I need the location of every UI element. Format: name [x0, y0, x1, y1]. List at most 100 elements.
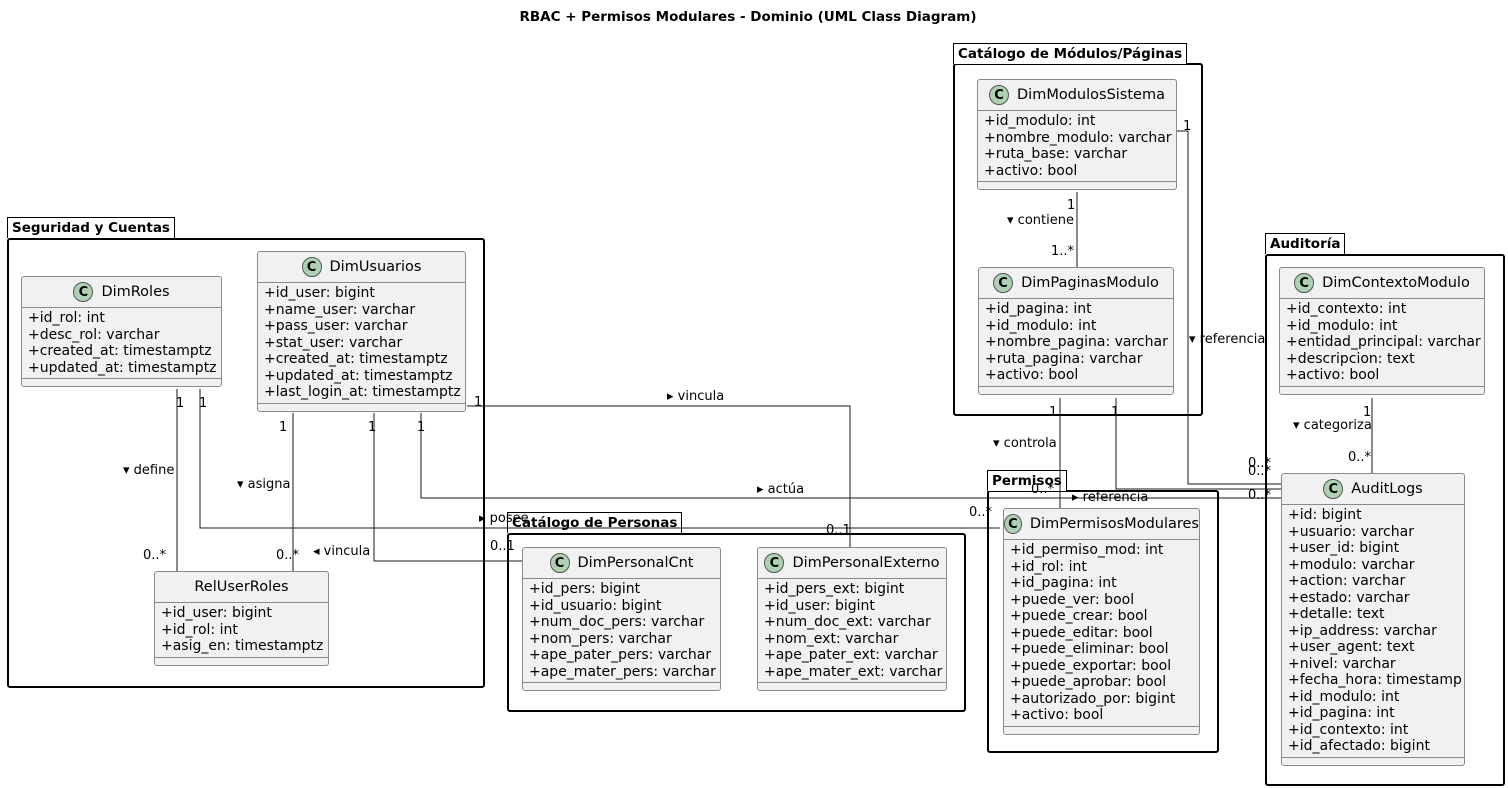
- attribute: +user_id: bigint: [1288, 540, 1400, 556]
- attribute: +activo: bool: [984, 162, 1078, 179]
- multiplicity: 1: [176, 396, 185, 411]
- attribute: +nom_ext: varchar: [764, 630, 899, 647]
- class-name: DimPersonalCnt: [577, 555, 694, 571]
- attribute: +usuario: varchar: [1288, 523, 1414, 540]
- arrow-right-icon: ▸: [667, 389, 674, 404]
- class-icon: C: [764, 553, 785, 573]
- line-vincula-cnt: [373, 413, 522, 562]
- line-referencia-mod: [1177, 130, 1281, 485]
- attribute: +ape_mater_pers: varchar: [529, 663, 716, 680]
- attribute: +id_pagina: int: [1010, 575, 1117, 591]
- attribute: +activo: bool: [1010, 707, 1104, 723]
- class-name: DimPermisosModulares: [1029, 516, 1199, 532]
- multiplicity: 1: [417, 420, 426, 435]
- multiplicity: 1: [199, 396, 208, 411]
- multiplicity: 1: [1183, 119, 1192, 134]
- arrow-down-icon: ▾: [993, 436, 1000, 451]
- class-name: DimModulosSistema: [1017, 87, 1165, 103]
- diagram-title: RBAC + Permisos Modulares - Dominio (UML…: [519, 9, 977, 25]
- class-icon: C: [993, 273, 1014, 293]
- class-dimpersonalcnt: C DimPersonalCnt +id_pers: bigint +id_usu…: [522, 547, 721, 691]
- package-seguridad-title: Seguridad y Cuentas: [7, 217, 175, 238]
- class-name: DimRoles: [101, 284, 170, 300]
- label-categoriza: ▾ categoriza: [1293, 418, 1372, 433]
- arrow-down-icon: ▾: [1007, 213, 1014, 228]
- label-vincula-ext: ▸ vincula: [667, 389, 725, 404]
- attribute: +id_rol: int: [161, 621, 238, 638]
- attribute: +detalle: text: [1288, 606, 1385, 622]
- attribute: +id_modulo: int: [1286, 317, 1398, 334]
- class-icon: C: [989, 85, 1010, 105]
- attribute: +id_usuario: bigint: [529, 597, 662, 614]
- arrow-left-icon: ◂: [313, 544, 320, 559]
- attribute: +id_pagina: int: [1288, 705, 1395, 721]
- class-name: DimPersonalExterno: [792, 555, 940, 571]
- attribute: +id: bigint: [1288, 507, 1362, 523]
- multiplicity: 0..*: [969, 505, 993, 520]
- attribute: +ape_mater_ext: varchar: [764, 663, 943, 680]
- label-asigna: ▾ asigna: [237, 477, 291, 492]
- attribute: +ruta_base: varchar: [984, 146, 1128, 162]
- multiplicity: 1: [1067, 198, 1076, 213]
- package-personas: [507, 533, 966, 712]
- package-permisos-title: Permisos: [987, 470, 1067, 491]
- multiplicity: 1: [474, 395, 483, 410]
- attribute: +updated_at: timestamptz: [264, 367, 453, 384]
- attribute: +puede_aprobar: bool: [1010, 674, 1167, 690]
- attribute: +id_user: bigint: [264, 285, 375, 301]
- class-icon: C: [549, 553, 570, 573]
- attribute: +num_doc_pers: varchar: [529, 614, 705, 630]
- line-referencia-pag: [1115, 398, 1281, 490]
- attribute: +name_user: varchar: [264, 301, 416, 318]
- label-posee: ▸ posee: [479, 511, 529, 526]
- attribute: +updated_at: timestamptz: [28, 359, 217, 376]
- attribute: +activo: bool: [1286, 367, 1380, 383]
- multiplicity: 1: [1049, 405, 1058, 420]
- attribute: +puede_crear: bool: [1010, 608, 1148, 624]
- class-icon: C: [1004, 514, 1022, 534]
- attribute: +nivel: varchar: [1288, 655, 1396, 672]
- line-actua: [420, 413, 1281, 499]
- attribute: +ip_address: varchar: [1288, 622, 1437, 639]
- package-seguridad: [7, 238, 485, 688]
- class-dimroles: C DimRoles +id_rol: int +desc_rol: varcha…: [21, 276, 222, 387]
- attribute: +entidad_principal: varchar: [1286, 334, 1481, 350]
- class-name: DimContextoModulo: [1322, 275, 1470, 291]
- attribute: +id_modulo: int: [984, 113, 1096, 129]
- attribute: +id_modulo: int: [1288, 688, 1400, 705]
- label-controla: ▾ controla: [993, 436, 1057, 451]
- multiplicity: 0..*: [276, 548, 300, 563]
- attribute: +id_modulo: int: [985, 317, 1097, 334]
- multiplicity: 0..*: [1248, 464, 1272, 479]
- label-define: ▾ define: [123, 463, 175, 478]
- multiplicity: 1: [1111, 405, 1120, 420]
- arrow-right-icon: ▸: [1072, 490, 1079, 505]
- label-actua: ▸ actúa: [757, 482, 805, 497]
- line-vincula-ext: [467, 405, 851, 547]
- attribute: +desc_rol: varchar: [28, 326, 160, 343]
- attribute: +autorizado_por: bigint: [1010, 690, 1176, 707]
- class-icon: C: [73, 282, 94, 302]
- attribute: +activo: bool: [985, 367, 1079, 383]
- package-auditoria-title: Auditoría: [1265, 233, 1346, 254]
- arrow-right-icon: ▸: [757, 482, 764, 497]
- attribute: +last_login_at: timestamptz: [264, 384, 461, 400]
- class-name: RelUserRoles: [194, 579, 289, 595]
- package-permisos: [987, 490, 1219, 753]
- attribute: +id_rol: int: [28, 310, 105, 326]
- attribute: +ape_pater_pers: varchar: [529, 647, 712, 663]
- multiplicity: 0..1: [826, 523, 851, 538]
- attribute: +id_pers: bigint: [529, 581, 641, 597]
- attribute: +puede_exportar: bool: [1010, 657, 1172, 674]
- attribute: +ape_pater_ext: varchar: [764, 647, 938, 663]
- class-name: AuditLogs: [1351, 481, 1423, 497]
- label-referencia-mod: ▾ referencia: [1189, 332, 1266, 347]
- attribute: +created_at: timestamptz: [28, 343, 212, 359]
- attribute: +nombre_pagina: varchar: [985, 334, 1168, 350]
